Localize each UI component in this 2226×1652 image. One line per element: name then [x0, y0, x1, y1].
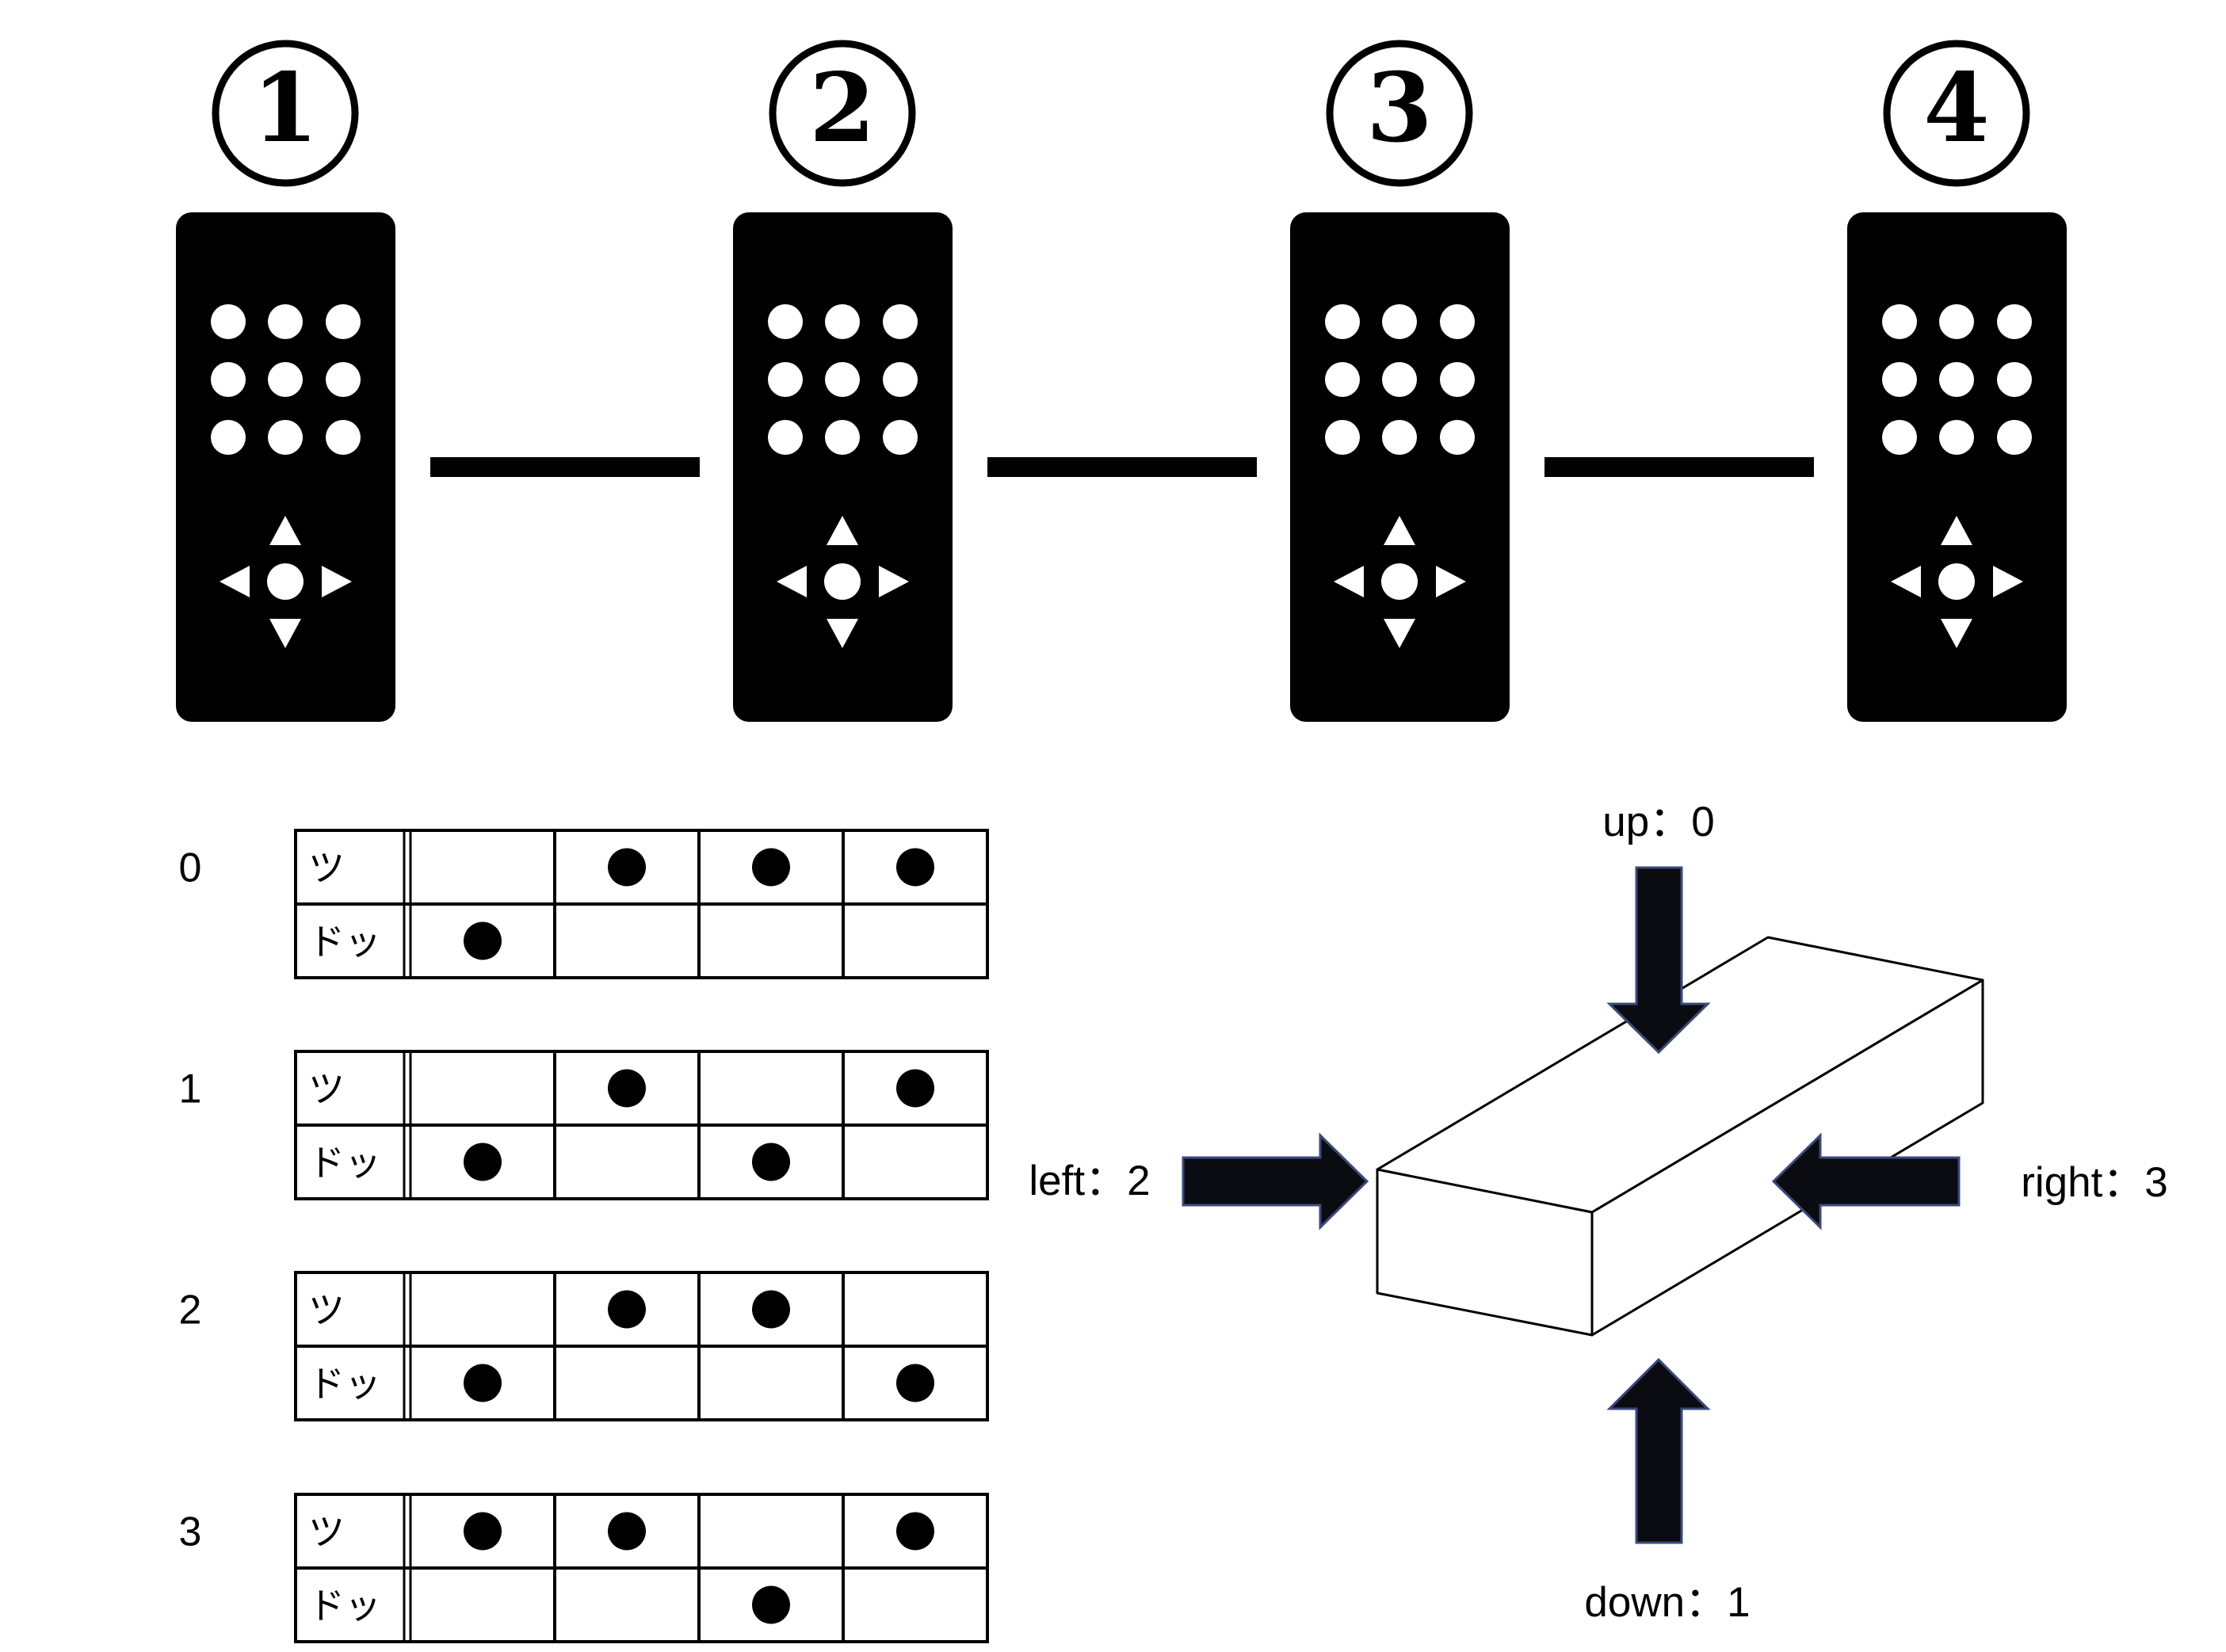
controller-body: [1847, 212, 2067, 722]
beat-dot: [464, 1512, 502, 1551]
beat-type-label: ドッ: [308, 1142, 381, 1185]
beat-dot: [608, 848, 646, 887]
beat-dot: [608, 1290, 646, 1329]
beat-dot: [464, 1143, 502, 1181]
controller-number-label: 3: [1366, 52, 1433, 164]
beat-dot: [896, 848, 934, 887]
pattern-number-label: 0: [179, 845, 202, 891]
controller-body: [733, 212, 953, 722]
beat-type-label: ドッ: [308, 921, 381, 963]
beat-type-label: ツ: [308, 1289, 345, 1332]
pattern-number-label: 1: [179, 1066, 202, 1112]
controller-4: 4: [1847, 40, 2067, 722]
number-badge-circle: [1883, 40, 2030, 187]
arrow-left-input: [1182, 1132, 1369, 1230]
direction-label-right: right：3: [2021, 1159, 2168, 1206]
button-grid: [768, 304, 918, 455]
controller-2: 2: [733, 40, 953, 722]
controller-3: 3: [1290, 40, 1510, 722]
beat-type-label: ドッ: [308, 1585, 381, 1627]
dpad-icon: [777, 516, 909, 648]
beat-dot: [896, 1069, 934, 1108]
pattern-table-3: 3 ツドッ: [179, 1493, 989, 1643]
controller-connectors: [430, 457, 1814, 477]
number-badge-circle: [212, 40, 359, 187]
dpad-icon: [220, 516, 352, 648]
button-grid: [211, 304, 361, 455]
direction-label-up: up：0: [1602, 799, 1714, 845]
controller-body: [176, 212, 395, 722]
arrow-down-input: [1606, 1357, 1711, 1544]
beat-dot: [752, 848, 790, 887]
connector-1-2: [430, 457, 700, 477]
direction-arrows: [1182, 866, 1961, 1544]
block-right-face: [1590, 979, 1984, 1337]
controller-number-label: 2: [809, 52, 876, 164]
button-grid: [1325, 304, 1475, 455]
dpad-icon: [1334, 516, 1466, 648]
beat-dot: [752, 1143, 790, 1181]
beat-dot: [896, 1364, 934, 1402]
block-3d: [1376, 936, 1984, 1337]
beat-dot: [752, 1585, 790, 1624]
controller-body: [1290, 212, 1510, 722]
pattern-number-label: 3: [179, 1509, 202, 1555]
button-grid: [1882, 304, 2032, 455]
pattern-table-1: 1 ツドッ: [179, 1050, 989, 1200]
connector-3-4: [1544, 457, 1814, 477]
pattern-table-0: 0 ツドッ: [179, 829, 989, 979]
direction-label-down: down：1: [1584, 1579, 1750, 1626]
arrow-right-input: [1771, 1132, 1961, 1230]
arrow-up-input: [1606, 866, 1711, 1055]
controller-1: 1: [176, 40, 395, 722]
pattern-table-2: 2 ツドッ: [179, 1271, 989, 1421]
direction-label-left: left：2: [1029, 1158, 1150, 1204]
connector-2-3: [987, 457, 1257, 477]
pattern-number-label: 2: [179, 1288, 202, 1333]
dpad-icon: [1891, 516, 2023, 648]
beat-type-label: ツ: [308, 1068, 345, 1111]
beat-dot: [464, 921, 502, 960]
number-badge-circle: [1326, 40, 1473, 187]
beat-dot: [608, 1512, 646, 1551]
beat-dot: [896, 1512, 934, 1551]
controller-number-label: 1: [252, 52, 319, 164]
beat-dot: [464, 1364, 502, 1402]
beat-type-label: ツ: [308, 1511, 345, 1554]
beat-dot: [608, 1069, 646, 1108]
controller-number-label: 4: [1923, 52, 1990, 164]
beat-dot: [752, 1290, 790, 1329]
beat-type-label: ツ: [308, 847, 345, 890]
beat-type-label: ドッ: [308, 1363, 381, 1406]
number-badge-circle: [769, 40, 916, 187]
